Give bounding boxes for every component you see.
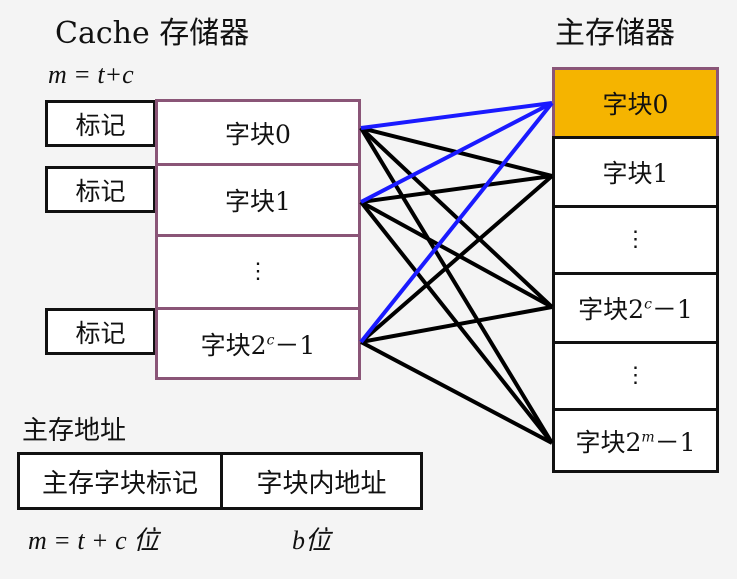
line-c0-m2m	[359, 126, 554, 445]
cache-block-last-label: 字块2c－1	[200, 330, 316, 360]
main-block-1: 字块1	[552, 136, 719, 208]
line-clast-m2c	[360, 305, 553, 344]
line-clast-m0	[359, 101, 554, 344]
line-c0-m2c	[359, 126, 554, 309]
cache-block-1: 字块1	[155, 163, 361, 237]
main-block-2m-1: 字块2m－1	[552, 408, 719, 473]
address-tag-field: 主存字块标记	[17, 452, 223, 510]
address-tag-bits: m = t + c 位	[28, 526, 160, 555]
main-block-0: 字块0	[552, 67, 719, 139]
cache-block-0-label: 字块0	[225, 119, 291, 149]
line-c1-m0	[360, 101, 553, 204]
cache-title: Cache 存储器	[55, 16, 250, 51]
main-memory-title: 主存储器	[555, 16, 675, 51]
line-c1-m1	[360, 174, 553, 204]
address-offset-bits: b位	[292, 526, 332, 555]
cache-formula: m = t+c	[48, 60, 134, 89]
cache-block-last: 字块2c－1	[155, 307, 361, 380]
line-c1-m2c	[360, 200, 553, 309]
tag-box-1: 标记	[45, 166, 156, 213]
address-title: 主存地址	[22, 416, 127, 446]
main-block-2m-1-label: 字块2m－1	[575, 427, 696, 457]
line-c0-m0	[360, 101, 553, 130]
main-block-2c-1: 字块2c－1	[552, 272, 719, 344]
main-block-2c-1-label: 字块2c－1	[578, 295, 693, 324]
line-clast-m1	[359, 174, 554, 344]
tag-box-0: 标记	[45, 100, 156, 147]
tag-box-last: 标记	[45, 308, 156, 355]
line-clast-m2m	[360, 340, 553, 445]
cache-block-1-label: 字块1	[225, 187, 291, 216]
main-block-0-label: 字块0	[602, 90, 669, 119]
address-offset-field: 字块内地址	[220, 452, 423, 510]
main-block-1-label: 字块1	[602, 159, 669, 188]
